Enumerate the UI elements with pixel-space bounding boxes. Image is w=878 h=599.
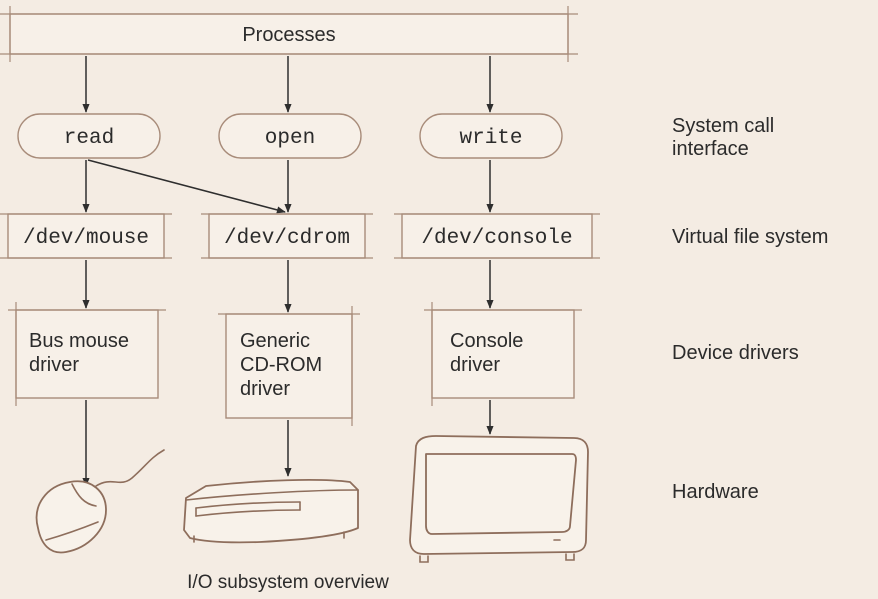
device-console-label: /dev/console xyxy=(421,227,572,250)
driver-console-line2: driver xyxy=(450,354,500,376)
driver-bus-mouse: Bus mouse driver xyxy=(8,302,166,406)
device-mouse-label: /dev/mouse xyxy=(23,227,149,250)
device-cdrom: /dev/cdrom xyxy=(201,213,373,259)
driver-cdrom-line1: Generic xyxy=(240,330,310,352)
layer-label-syscall-1: System call xyxy=(672,115,774,137)
driver-cdrom: Generic CD-ROM driver xyxy=(218,306,360,426)
syscall-read: read xyxy=(17,113,161,159)
cdrom-drive-icon xyxy=(183,479,359,544)
layer-label-hardware: Hardware xyxy=(672,481,759,503)
driver-cdrom-line3: driver xyxy=(240,378,290,400)
driver-console-line1: Console xyxy=(450,330,523,352)
diagram-caption: I/O subsystem overview xyxy=(187,572,389,593)
layer-label-vfs: Virtual file system xyxy=(672,226,828,248)
device-console: /dev/console xyxy=(394,213,600,259)
syscall-write-label: write xyxy=(459,127,522,150)
driver-bus-mouse-line2: driver xyxy=(29,354,79,376)
processes-label: Processes xyxy=(242,24,335,46)
arrow-read-cdrom xyxy=(87,159,286,214)
syscall-write: write xyxy=(419,113,563,159)
syscall-open: open xyxy=(218,113,362,159)
syscall-read-label: read xyxy=(64,127,114,150)
mouse-icon xyxy=(35,449,165,554)
driver-console: Console driver xyxy=(424,302,582,406)
device-cdrom-label: /dev/cdrom xyxy=(224,227,350,250)
processes-bar: Processes xyxy=(0,6,578,62)
monitor-icon xyxy=(409,435,589,563)
layer-label-drivers: Device drivers xyxy=(672,342,799,364)
driver-cdrom-line2: CD-ROM xyxy=(240,354,322,376)
layer-label-syscall-2: interface xyxy=(672,138,749,160)
device-mouse: /dev/mouse xyxy=(0,213,172,259)
driver-bus-mouse-line1: Bus mouse xyxy=(29,330,129,352)
syscall-open-label: open xyxy=(265,127,315,150)
